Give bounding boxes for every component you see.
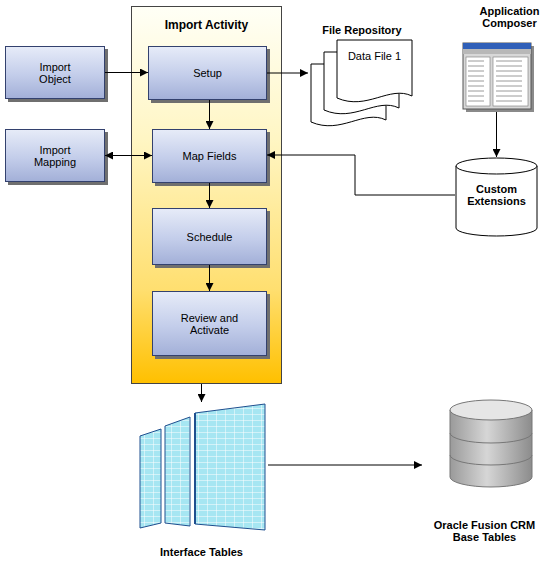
process-box: Schedule [152,208,267,265]
document-stack: File RepositoryData File 1 [308,24,416,124]
window-heading: Application Composer [452,5,549,29]
table-sheet [140,429,161,528]
tables-label: Interface Tables [135,546,268,558]
database-cylinder: Oracle Fusion CRM Base Tables [422,395,547,550]
pane-line [468,66,484,67]
box-label: Schedule [187,231,233,243]
pane-line [468,81,484,82]
document-label: Data File 1 [337,50,412,62]
pane-line [468,96,484,97]
document-sheet [337,40,412,102]
box-label: Import Object [22,61,88,85]
cylinder-top [456,158,537,174]
connector [496,112,497,157]
window-pane [493,57,528,106]
pane-line [496,81,522,82]
connector [209,265,210,291]
box-label: Setup [193,67,222,79]
pane-line [496,76,522,77]
process-box: Import Object [5,46,105,99]
process-box: Setup [148,46,267,100]
process-box: Review and Activate [152,291,267,356]
connector [105,72,148,73]
window-frame [463,43,531,109]
pane-line [496,61,522,62]
application-window: Application Composer [452,2,549,112]
process-box: Map Fields [152,129,267,183]
cylinder-top [450,400,532,420]
connector [267,155,455,195]
window-menubar [463,49,531,54]
box-label: Review and Activate [169,312,250,336]
pane-line [468,61,484,62]
activity-group: Import ActivitySetupMap FieldsScheduleRe… [131,6,282,384]
pane-line [496,96,522,97]
connector [209,183,210,208]
window-titlebar [463,43,531,49]
sheet-edge [194,413,196,524]
node-illustration [308,24,416,124]
pane-line [496,86,522,87]
box-label: Import Mapping [22,144,88,168]
pane-line [468,101,484,102]
disk-line [450,455,532,465]
database-label: Oracle Fusion CRM Base Tables [422,519,547,543]
pane-line [468,71,484,72]
connector [105,155,152,156]
pane-line [468,91,484,92]
pane-line [496,71,522,72]
table-stack: Interface Tables [135,402,268,562]
database-cylinder: Custom Extensions [455,157,538,237]
box-label: Map Fields [183,150,237,162]
group-heading: Import Activity [132,18,281,32]
connector [267,73,308,74]
pane-line [468,76,484,77]
node-illustration [135,402,268,562]
table-sheet [165,417,190,526]
disk-line [450,433,532,443]
connector [201,384,202,402]
cylinder-body [450,410,532,487]
pane-line [496,66,522,67]
cylinder-label: Custom Extensions [455,183,538,207]
cylinder-body [456,166,537,236]
process-box: Import Mapping [5,129,105,182]
pane-line [468,86,484,87]
pane-line [496,101,522,102]
connector [268,465,422,466]
table-sheet [195,404,265,530]
connector [209,100,210,129]
stack-heading: File Repository [308,24,416,36]
window-pane [466,57,490,106]
pane-line [496,91,522,92]
